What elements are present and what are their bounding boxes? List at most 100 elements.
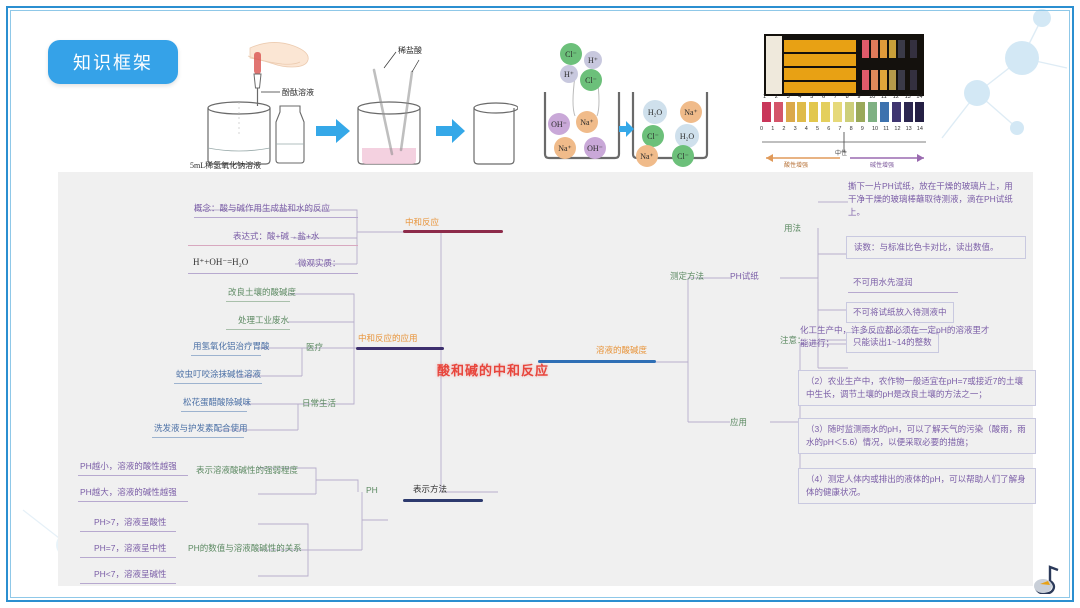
node-app-shampoo: 洗发液与护发素配合使用	[154, 423, 248, 433]
ph-swatch-9	[856, 102, 866, 122]
ph-swatch-row	[762, 102, 928, 124]
node-app-insect-bite: 蚊虫叮咬涂抹碱性溶液	[176, 369, 262, 379]
svg-text:Cl⁻: Cl⁻	[647, 132, 659, 141]
node-ph-smaller: PH越小，溶液的酸性越强	[80, 461, 177, 471]
underline-ph-smaller	[78, 475, 188, 476]
svg-text:H⁺: H⁺	[564, 70, 574, 79]
node-app-antacid: 用氢氧化铝治疗胃酸	[193, 341, 270, 351]
node-representation-group-a-title: 表示溶液酸碱性的强弱程度	[196, 465, 299, 475]
node-ph-lt7: PH<7，溶液呈碱性	[94, 569, 167, 579]
ph-axis-label-10: 10	[872, 126, 879, 132]
node-usage-app-4: （4）测定人体内或排出的液体的pH，可以帮助人们了解身体的健康状况。	[798, 468, 1036, 505]
branch-label-application: 中和反应的应用	[358, 333, 418, 343]
node-representation-group-b-title: PH的数值与溶液酸碱性的关系	[188, 543, 302, 553]
node-usage-label: 用法	[784, 223, 802, 233]
ph-axis-label-14: 14	[916, 126, 923, 132]
ph-swatch-3	[785, 102, 795, 122]
underline-caution-1	[848, 292, 958, 293]
underline-expression	[188, 245, 358, 246]
underline-ph-larger	[78, 501, 188, 502]
ph-swatch-10	[868, 102, 878, 122]
ph-swatch-label-13: 13	[904, 94, 911, 100]
ph-swatch-label-8: 8	[845, 94, 849, 100]
ph-swatch-label-1: 1	[763, 94, 767, 100]
node-caution-label: 注意：	[780, 335, 806, 345]
ph-swatch-label-7: 7	[833, 94, 837, 100]
ph-axis-label-3: 3	[793, 126, 797, 132]
node-neutralization-expression: 表达式：酸+碱→盐+水	[233, 231, 320, 241]
underline-app-shampoo	[152, 437, 244, 438]
node-micro-label: 微观实质：	[298, 258, 341, 268]
label-dilute-hcl: 稀盐酸	[398, 46, 422, 55]
ph-swatch-label-6: 6	[822, 94, 826, 100]
node-ph-larger: PH越大，溶液的碱性越强	[80, 487, 177, 497]
svg-text:OH⁻: OH⁻	[587, 144, 603, 153]
label-acidic-increasing: 酸性增强	[784, 163, 809, 169]
node-ph-gt7: PH>7，溶液呈酸性	[94, 517, 167, 527]
underline-ph-gt7	[80, 531, 176, 532]
ph-axis-label-6: 6	[827, 126, 831, 132]
node-usage-app-2: （2）农业生产中，农作物一般适宜在pH=7或接近7的土壤中生长，调节土壤的pH是…	[798, 370, 1036, 407]
node-usage-title: 应用	[730, 417, 748, 427]
ph-swatch-label-2: 2	[774, 94, 778, 100]
node-app-wastewater: 处理工业废水	[238, 315, 290, 325]
ph-swatch-11	[880, 102, 889, 122]
branch-label-neutralization: 中和反应	[405, 217, 440, 227]
ph-axis-label-4: 4	[804, 126, 808, 132]
ph-axis-label-12: 12	[894, 126, 901, 132]
ph-swatch-label-11: 11	[881, 94, 887, 100]
ph-axis-label-2: 2	[782, 126, 786, 132]
underline-ph-eq7	[80, 557, 176, 558]
svg-text:Cl⁻: Cl⁻	[585, 76, 597, 85]
ph-swatch-13	[903, 102, 913, 122]
svg-text:Na⁺: Na⁺	[684, 108, 698, 117]
svg-text:Cl⁻: Cl⁻	[677, 152, 689, 161]
ph-axis-label-13: 13	[905, 126, 912, 132]
ph-axis-label-7: 7	[838, 126, 842, 132]
svg-text:OH⁻: OH⁻	[551, 120, 567, 129]
ph-swatch-14	[915, 102, 925, 122]
ph-axis-label-5: 5	[816, 126, 820, 132]
corner-decoration-icon	[1034, 565, 1059, 594]
ph-swatch-label-10: 10	[869, 94, 876, 100]
ph-axis-label-1: 1	[771, 126, 775, 132]
label-phenolphthalein: 酚酞溶液	[282, 88, 314, 97]
label-basic-increasing: 碱性增强	[870, 163, 895, 169]
node-ph-eq7: PH=7，溶液呈中性	[94, 543, 167, 553]
node-app-egg: 松花蛋醋酸除碱味	[183, 397, 252, 407]
ph-axis-label-9: 9	[860, 126, 864, 132]
node-caution-1: 不可用水先湿润	[853, 277, 913, 287]
page-title: 知识框架	[48, 40, 178, 84]
svg-text:Na⁺: Na⁺	[558, 144, 572, 153]
ph-swatch-label-12: 12	[892, 94, 899, 100]
ph-swatch-7	[832, 102, 842, 122]
ph-swatch-1	[762, 102, 771, 122]
ph-swatch-5	[809, 102, 819, 122]
ph-swatch-12	[891, 102, 901, 122]
node-caution-3: 只能读出1~14的整数	[846, 332, 939, 353]
underline-app-antacid	[191, 355, 261, 356]
branch-bar-neutralization	[403, 230, 503, 233]
node-representation-key: PH	[366, 485, 378, 495]
branch-bar-application	[356, 347, 444, 350]
underline-app-egg	[181, 411, 247, 412]
ph-swatch-label-9: 9	[857, 94, 861, 100]
ph-axis-label-8: 8	[849, 126, 853, 132]
node-app-soil: 改良土壤的酸碱度	[228, 287, 297, 297]
underline-app-wastewater	[226, 329, 290, 330]
ph-swatch-label-4: 4	[798, 94, 802, 100]
node-app-medical-group: 医疗	[306, 342, 324, 352]
node-app-daily-group: 日常生活	[302, 398, 337, 408]
node-neutralization-concept: 概念：酸与碱作用生成盐和水的反应	[194, 203, 331, 213]
center-title: 酸和碱的中和反应	[437, 363, 550, 378]
node-usage-step-1: 撕下一片PH试纸，放在干燥的玻璃片上，用干净干燥的玻璃棒蘸取待测液，滴在PH试纸…	[848, 181, 1013, 218]
underline-concept	[194, 217, 358, 218]
node-measure-tool: PH试纸	[730, 271, 759, 281]
svg-text:H⁺: H⁺	[588, 56, 598, 65]
branch-label-acidity: 溶液的酸碱度	[596, 345, 648, 355]
node-usage-app-3: （3）随时监测雨水的pH，可以了解天气的污染（酸雨，雨水的pH＜5.6）情况，以…	[798, 418, 1036, 455]
mind-map-canvas: 概念：酸与碱作用生成盐和水的反应 表达式：酸+碱→盐+水 H⁺+OH⁻=H₂O …	[58, 172, 1036, 586]
